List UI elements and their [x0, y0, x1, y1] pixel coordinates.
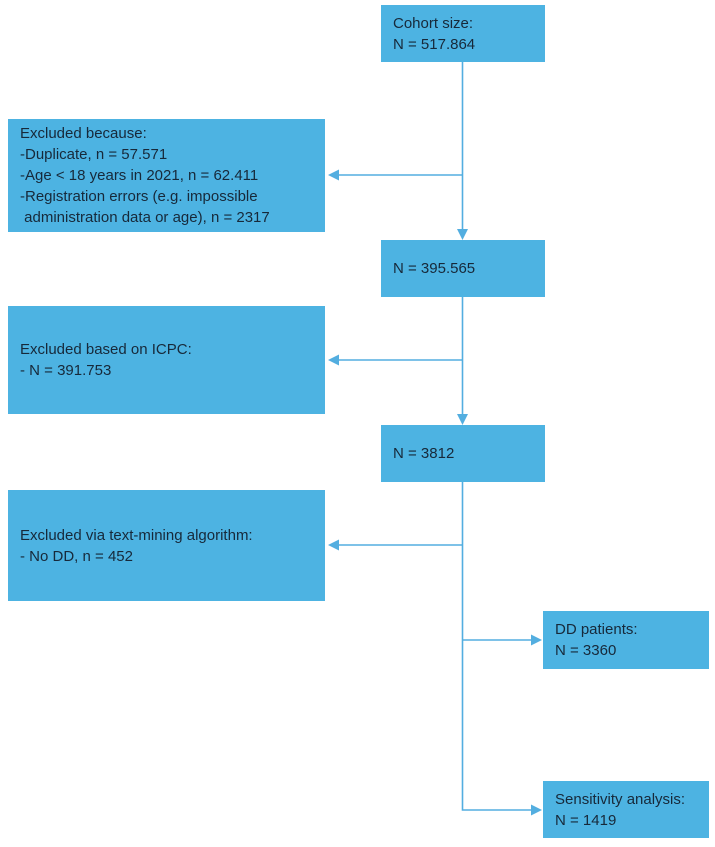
connector-branch-excluded-initial: [328, 169, 463, 181]
node-sensitivity-analysis: Sensitivity analysis: N = 1419: [543, 781, 709, 838]
connector-branch-excluded-icpc: [328, 354, 463, 366]
connector-branch-dd-patients: [462, 634, 542, 646]
node-excluded-textmining: Excluded via text-mining algorithm: - No…: [8, 490, 325, 601]
node-after-icpc-exclusion: N = 3812: [381, 425, 545, 482]
node-after-initial-exclusion: N = 395.565: [381, 240, 545, 297]
connector-branch-excluded-textmining: [328, 539, 463, 551]
node-excluded-icpc: Excluded based on ICPC: - N = 391.753: [8, 306, 325, 414]
connector-after-initial-to-after-icpc: [457, 297, 468, 425]
node-cohort-size: Cohort size: N = 517.864: [381, 5, 545, 62]
node-dd-patients: DD patients: N = 3360: [543, 611, 709, 669]
node-excluded-because: Excluded because: -Duplicate, n = 57.571…: [8, 119, 325, 232]
connector-cohort-to-after-initial: [457, 62, 468, 240]
connector-trunk-below-after-icpc: [461, 482, 542, 816]
